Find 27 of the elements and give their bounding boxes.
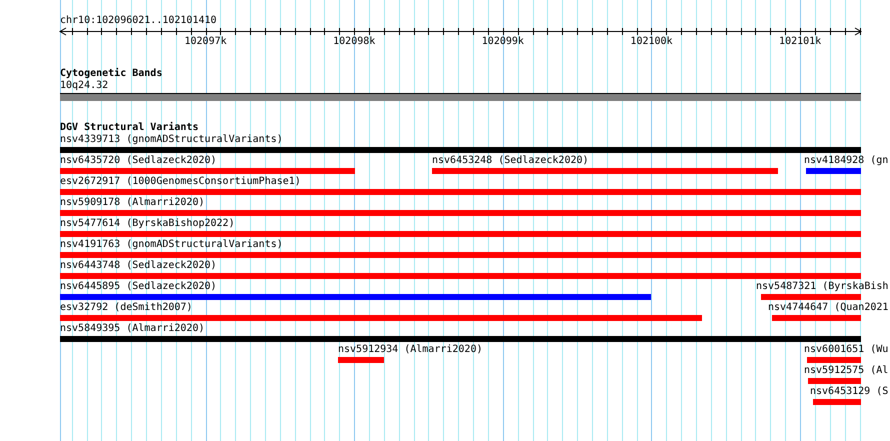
variant-label: nsv6443748 (Sedlazeck2020) (60, 260, 217, 271)
variant-label: nsv4191763 (gnomADStructuralVariants) (60, 239, 283, 250)
variant-label: nsv5477614 (ByrskaBishop2022) (60, 218, 235, 229)
variant-label: esv2672917 (1000GenomesConsortiumPhase1) (60, 176, 301, 187)
variant-label: nsv4184928 (gn (804, 155, 888, 166)
track-title: Cytogenetic Bands (60, 68, 162, 79)
variant-label: nsv5912575 (Al (804, 365, 888, 376)
variant-label: nsv6001651 (Wu (804, 344, 888, 355)
tick-label: 102101k (779, 36, 822, 47)
variant-label: nsv5909178 (Almarri2020) (60, 197, 204, 208)
variant-label: nsv5849395 (Almarri2020) (60, 323, 204, 334)
tick-label: 102099k (482, 36, 524, 47)
tick-label: 102098k (333, 36, 376, 47)
variant-label: nsv6435720 (Sedlazeck2020) (60, 155, 217, 166)
variant-label: nsv4339713 (gnomADStructuralVariants) (60, 134, 283, 145)
variant-label: nsv5487321 (ByrskaBish (756, 281, 888, 292)
band-label: 10q24.32 (60, 80, 108, 91)
track-title: DGV Structural Variants (60, 122, 198, 133)
variant-label: nsv6453248 (Sedlazeck2020) (432, 155, 589, 166)
tick-label: 102097k (184, 36, 227, 47)
tick-label: 102100k (630, 36, 673, 47)
variant-label: esv32792 (deSmith2007) (60, 302, 192, 313)
variant-label: nsv5912934 (Almarri2020) (338, 344, 482, 355)
variant-label: nsv6453129 (S (810, 386, 888, 397)
variant-label: nsv4744647 (Quan2021 (768, 302, 888, 313)
variant-label: nsv6445895 (Sedlazeck2020) (60, 281, 217, 292)
position-label: chr10:102096021..102101410 (60, 15, 217, 26)
